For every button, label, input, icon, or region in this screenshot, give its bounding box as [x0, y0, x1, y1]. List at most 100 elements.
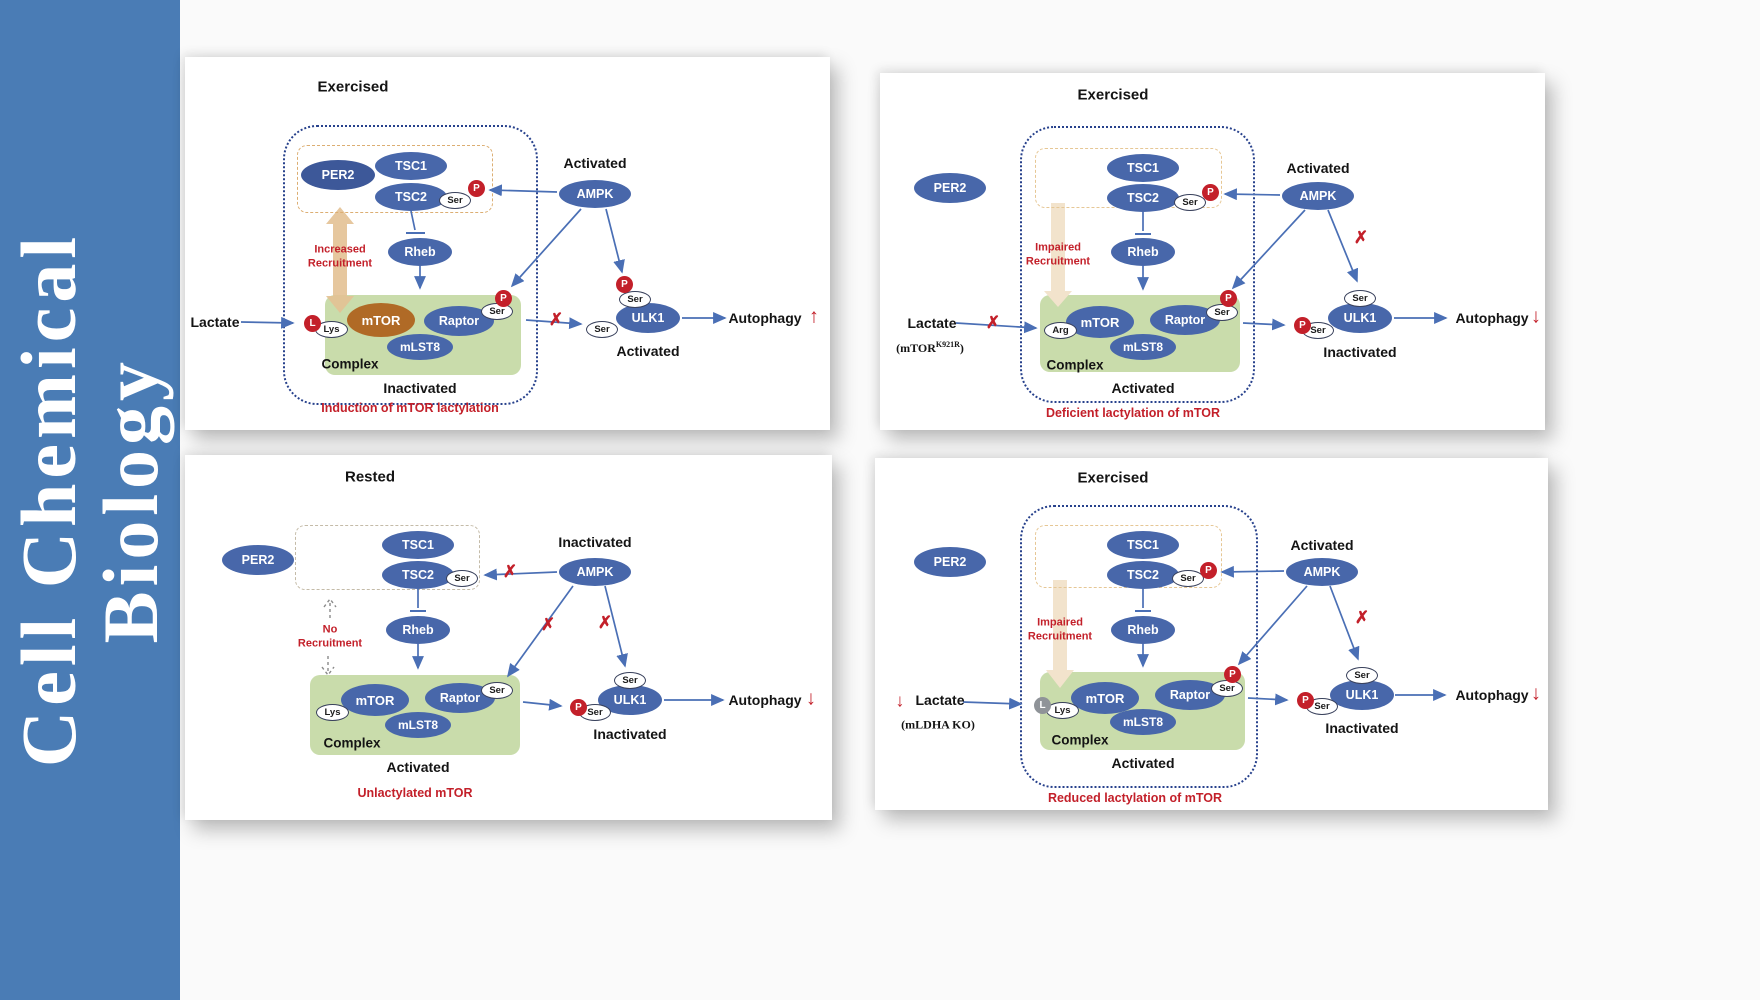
phospho-badge: P: [1202, 184, 1219, 201]
tsc1-node: TSC1: [375, 152, 447, 180]
ampk-node: AMPK: [559, 558, 631, 586]
complex-label: Complex: [1051, 732, 1109, 748]
complex-label: Complex: [323, 735, 381, 751]
ser-site-tag: Ser: [1174, 194, 1206, 211]
ulk1-node: ULK1: [616, 303, 680, 333]
panel-exercised-k921r: Exercised Impaired Recruitment PER2 TSC1…: [880, 73, 1545, 430]
lactate-label: Lactate: [907, 315, 957, 331]
recruitment-fat-arrow-icon: [1046, 580, 1074, 688]
panel-exercised-mldha-ko: Exercised Impaired Recruitment PER2 TSC1…: [875, 458, 1548, 810]
lactyl-badge-gray: L: [1034, 697, 1051, 714]
block-x-icon: ✗: [1353, 228, 1369, 247]
tsc1-node: TSC1: [1107, 154, 1179, 182]
ampk-node: AMPK: [559, 180, 631, 208]
phospho-badge: P: [468, 180, 485, 197]
mtor-node: mTOR: [1071, 682, 1139, 714]
panel-title: Exercised: [317, 78, 389, 96]
ser-site-tag: Ser: [1346, 667, 1378, 684]
phospho-badge: P: [1297, 692, 1314, 709]
phospho-badge: P: [1200, 562, 1217, 579]
lys-site-tag: Lys: [316, 704, 349, 721]
phospho-badge: P: [570, 699, 587, 716]
recruitment-fat-arrow-icon: [1044, 203, 1072, 307]
ser-site-tag: Ser: [614, 672, 646, 689]
panel-caption: Reduced lactylation of mTOR: [1047, 791, 1223, 805]
autophagy-label: Autophagy: [1455, 687, 1529, 703]
block-x-icon: ✗: [540, 615, 556, 634]
journal-sidebar: Cell Chemical Biology: [0, 0, 180, 1000]
block-x-icon: ✗: [1354, 608, 1370, 627]
mutant-close-text: ): [959, 341, 964, 355]
block-x-icon: ✗: [597, 613, 613, 632]
mutant-sup-text: K921R: [935, 340, 960, 349]
journal-title-line2: Biology: [87, 356, 174, 644]
tsc1-node: TSC1: [1107, 531, 1179, 559]
autophagy-label: Autophagy: [728, 692, 802, 708]
panel-title: Exercised: [1077, 86, 1149, 104]
arrows-layer: [240, 184, 727, 330]
ampk-state-label: Activated: [1286, 160, 1350, 176]
ser-site-tag: Ser: [1172, 570, 1204, 587]
per2-node: PER2: [222, 545, 294, 575]
panel-caption: Deficient lactylation of mTOR: [1045, 406, 1221, 420]
phospho-badge: P: [1224, 666, 1241, 683]
recruitment-label: Impaired Recruitment: [1025, 241, 1091, 267]
complex-label: Complex: [1046, 357, 1104, 373]
panel-rested: Rested No Recruitment PER2 TSC1 TSC2 Ser…: [185, 455, 832, 820]
phospho-badge: P: [495, 290, 512, 307]
phospho-badge: P: [616, 276, 633, 293]
phospho-badge: P: [1294, 317, 1311, 334]
ser-site-tag: Ser: [1211, 680, 1243, 697]
ser-site-tag: Ser: [1206, 304, 1238, 321]
arrows-layer: [962, 565, 1447, 710]
mlst8-node: mLST8: [387, 334, 453, 360]
ser-site-tag: Ser: [439, 192, 471, 209]
phospho-badge: P: [1220, 290, 1237, 307]
ulk1-node: ULK1: [1328, 303, 1392, 333]
autophagy-up-icon: ↑: [809, 305, 819, 328]
per2-node: PER2: [301, 160, 375, 190]
complex-state-label: Activated: [1111, 755, 1175, 771]
rheb-node: Rheb: [1111, 238, 1175, 266]
per2-node: PER2: [914, 173, 986, 203]
lys-site-tag: Lys: [315, 321, 348, 338]
mtor-node: mTOR: [347, 303, 415, 337]
autophagy-down-icon: ↓: [806, 687, 816, 710]
panel-title: Rested: [344, 468, 396, 486]
mlst8-node: mLST8: [1110, 709, 1176, 735]
ulk1-state-label: Activated: [616, 343, 680, 359]
lactate-label: Lactate: [915, 692, 965, 708]
ulk1-state-label: Inactivated: [1323, 344, 1397, 360]
ampk-state-label: Activated: [563, 155, 627, 171]
ser-site-tag: Ser: [446, 570, 478, 587]
complex-state-label: Inactivated: [383, 380, 457, 396]
mtor-node: mTOR: [341, 684, 409, 716]
recruitment-fat-arrow-icon: [326, 207, 354, 313]
tsc2-node: TSC2: [1107, 184, 1179, 212]
ulk1-state-label: Inactivated: [1325, 720, 1399, 736]
ulk1-state-label: Inactivated: [593, 726, 667, 742]
block-x-icon: ✗: [985, 313, 1001, 332]
tsc2-node: TSC2: [375, 183, 447, 211]
arrows-layer: [955, 188, 1448, 334]
autophagy-label: Autophagy: [1455, 310, 1529, 326]
recruitment-label: Impaired Recruitment: [1027, 616, 1093, 642]
arrows-layer: [321, 568, 725, 711]
ampk-state-label: Inactivated: [558, 534, 632, 550]
rheb-node: Rheb: [1111, 616, 1175, 644]
ampk-node: AMPK: [1286, 558, 1358, 586]
mlst8-node: mLST8: [1110, 334, 1176, 360]
recruitment-dashed-frame: [297, 145, 493, 213]
tsc2-node: TSC2: [382, 561, 454, 589]
tsc1-node: TSC1: [382, 531, 454, 559]
panel-title: Exercised: [1077, 469, 1149, 487]
ampk-node: AMPK: [1282, 182, 1354, 210]
autophagy-label: Autophagy: [728, 310, 802, 326]
complex-state-label: Activated: [386, 759, 450, 775]
arg-site-tag: Arg: [1044, 322, 1077, 339]
block-x-icon: ✗: [548, 310, 564, 329]
ser-site-tag: Ser: [1344, 290, 1376, 307]
rheb-node: Rheb: [386, 616, 450, 644]
mtor-node: mTOR: [1066, 306, 1134, 338]
lactate-down-icon: ↓: [895, 690, 905, 711]
